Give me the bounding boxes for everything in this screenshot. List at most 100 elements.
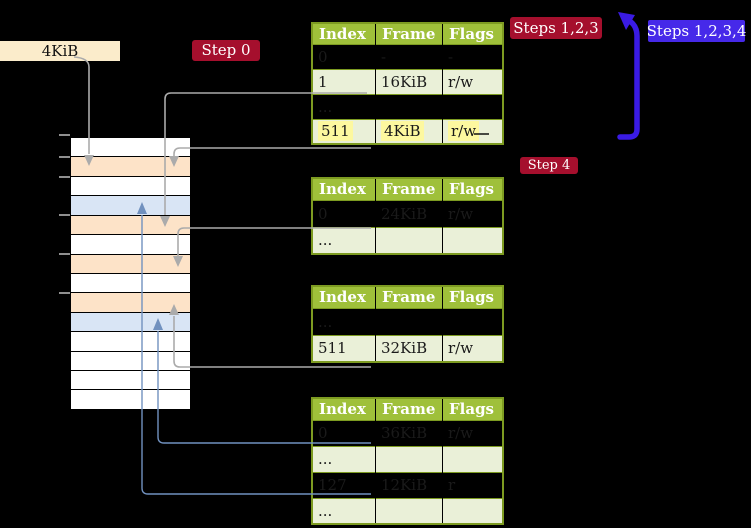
memory-row: [71, 371, 190, 391]
table-cell: [375, 498, 443, 524]
memory-row: [71, 293, 190, 313]
table-row: ...: [312, 308, 503, 335]
table-cell: r: [442, 472, 503, 498]
table-cell: r/w: [442, 119, 503, 144]
recursive-loop-arrow: [617, 12, 640, 140]
table-cell: 511: [312, 335, 376, 362]
table-cell: 4KiB: [375, 119, 443, 144]
column-header: Frame: [375, 23, 443, 44]
table-cell: 36KiB: [375, 420, 443, 446]
memory-tick: [59, 134, 70, 136]
table-cell: 511: [312, 119, 376, 144]
arrowhead-upleft-icon: [618, 12, 635, 30]
table-row: 0 --: [312, 44, 503, 69]
table-cell: 0: [318, 47, 328, 66]
table-cell: r/w: [442, 335, 503, 362]
memory-row: [71, 351, 190, 372]
table-cell: r/w: [442, 69, 503, 94]
table-cell: r/w: [442, 420, 503, 446]
step4-badge: Step 4: [520, 157, 578, 174]
table-row: ...: [312, 94, 503, 119]
table-cell: 16KiB: [375, 69, 443, 94]
highlighted-value: 511: [318, 121, 353, 142]
memory-row: [71, 196, 190, 216]
table-row: ...: [312, 446, 503, 472]
physical-memory-stack: [70, 137, 191, 410]
column-header: Frame: [375, 286, 443, 308]
memory-row: [71, 273, 190, 294]
step0-badge: Step 0: [192, 40, 260, 61]
table-cell: 0: [318, 424, 328, 442]
table-cell: [375, 308, 443, 335]
column-header: Index: [312, 178, 376, 200]
memory-row: [71, 390, 190, 409]
table-cell: -: [375, 44, 443, 69]
arrow-table1-entry511-to-frame: [173, 147, 371, 156]
table-cell: [442, 308, 503, 335]
memory-tick: [59, 176, 70, 178]
highlighted-value: r/w: [448, 121, 480, 142]
table-cell: [442, 498, 503, 524]
table-cell: ...: [318, 97, 333, 116]
column-header: Flags: [442, 286, 503, 308]
memory-row: [71, 312, 190, 333]
table-cell: ...: [312, 498, 376, 524]
table-cell: 127: [318, 476, 347, 494]
memory-tick: [59, 253, 70, 255]
memory-tick: [59, 156, 70, 158]
column-header: Index: [312, 286, 376, 308]
memory-row: [71, 176, 190, 197]
table-cell: ...: [318, 312, 333, 331]
table-cell: 0: [318, 204, 328, 223]
highlighted-value: 4KiB: [381, 121, 424, 142]
table-row: ...: [312, 498, 503, 524]
memory-row: [71, 215, 190, 236]
memory-tick: [59, 292, 70, 294]
table-cell: 12KiB: [375, 472, 443, 498]
column-header: Frame: [375, 398, 443, 420]
memory-row: [71, 157, 190, 177]
steps1234-badge: Steps 1,2,3,4: [647, 20, 746, 42]
loop-arrow-shaft: [617, 17, 640, 140]
table-cell: 32KiB: [375, 335, 443, 362]
table-cell: -: [442, 44, 503, 69]
table-cell: ...: [312, 446, 376, 472]
column-header: Flags: [442, 398, 503, 420]
column-header: Flags: [442, 23, 503, 44]
table-cell: ...: [312, 227, 376, 254]
column-header: Flags: [442, 178, 503, 200]
table-row: 511 4KiB r/w: [312, 119, 503, 144]
column-header: Frame: [375, 178, 443, 200]
column-header: Index: [312, 398, 376, 420]
table-cell: 24KiB: [375, 200, 443, 227]
memory-row: [71, 332, 190, 352]
table-cell: [442, 227, 503, 254]
table-cell: [442, 446, 503, 472]
table-cell: [375, 94, 443, 119]
memory-tick: [59, 214, 70, 216]
table-cell: [375, 446, 443, 472]
steps123-badge: Steps 1,2,3: [510, 17, 602, 39]
memory-row: [71, 235, 190, 255]
table-cell: 1: [312, 69, 376, 94]
memory-row: [71, 138, 190, 158]
column-header: Index: [312, 23, 376, 44]
table-row: ...: [312, 227, 503, 254]
table-cell: [442, 94, 503, 119]
table-cell: [375, 227, 443, 254]
memory-row: [71, 254, 190, 274]
